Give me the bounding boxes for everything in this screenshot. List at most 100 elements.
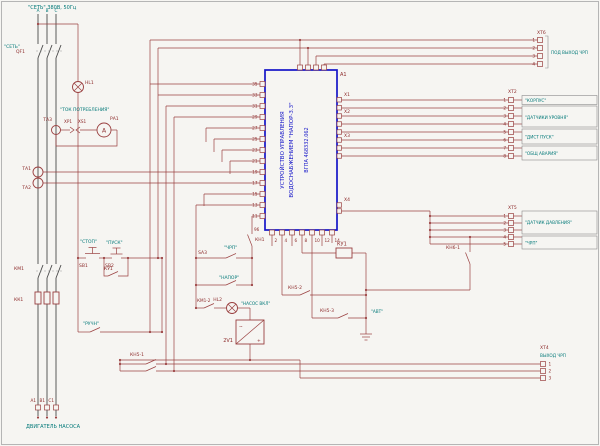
xt4-pin: 1 <box>549 362 552 367</box>
motor-label: ДВИГАТЕЛЬ НАСОСА <box>26 424 81 430</box>
xt2-pin: 1 <box>503 98 506 103</box>
xt4-pin: 2 <box>549 369 552 374</box>
phase-a-label: А <box>37 8 40 13</box>
xt2-pin: 7 <box>503 146 506 151</box>
hl1-ref: HL1 <box>85 80 94 86</box>
port-x1: Х1 <box>344 92 350 98</box>
a1-right-ports: Х1 Х2 Х3 Х4 <box>336 92 350 214</box>
power-section: "СЕТЬ" 380В, 50Гц А В С "СЕТЬ" QF1 КМ1 К… <box>4 5 260 430</box>
xt5-pin: 2 <box>503 221 506 226</box>
port-x3: Х3 <box>344 133 350 139</box>
contactor-ref: КМ1 <box>14 266 24 272</box>
ta2-ref: ТА2 <box>21 185 31 191</box>
xt5-ref: ХТ5 <box>508 205 517 211</box>
xt6-pin: 1 <box>532 38 535 43</box>
a1-pin: 4 <box>285 238 288 243</box>
thermal-ref: КК1 <box>14 297 23 303</box>
xt2-group-level-sensors: "ДАТЧИКИ УРОВНЯ" <box>525 115 568 120</box>
a1-pin: 12 <box>325 238 331 243</box>
kn6-1-ref: КН6-1 <box>446 245 460 251</box>
port-x4: Х4 <box>344 197 350 203</box>
xt5-group-chrp: "ЧРП" <box>525 241 537 246</box>
contactor-km1-symbol <box>36 264 64 279</box>
a1-pin: 6 <box>295 238 298 243</box>
xt6-pin: 3 <box>532 54 535 59</box>
a1-title-line1: УСТРОЙСТВО УПРАВЛЕНИЯ <box>279 111 286 189</box>
hl2-label: "НАСОС ВКЛ" <box>241 301 270 306</box>
xt2-group-korpus: "КОРПУС" <box>525 98 546 103</box>
xs1-ref: ХS1 <box>78 119 87 124</box>
sb1-ref: SB1 <box>79 263 88 269</box>
xt2-pin: 8 <box>503 154 506 159</box>
xt2-pin: 2 <box>503 106 506 111</box>
xt5-pin: 5 <box>503 242 506 247</box>
xt4-label: ВЫХОД ЧРП <box>540 353 566 358</box>
2v1-ref: 2V1 <box>223 338 233 344</box>
plug-xp1 <box>69 126 75 134</box>
kn5-1-ref: КН5-1 <box>130 352 144 358</box>
connector-xt2: 1 2 3 4 5 6 7 8 ХТ2 "КОРПУС" "ДАТЧИКИ УР… <box>341 89 598 161</box>
xt6-ref: ХТ6 <box>537 30 546 36</box>
wire-ladder <box>149 40 260 371</box>
kn1-ref: КН1 <box>255 237 265 243</box>
xt2-pin: 6 <box>503 138 506 143</box>
xt2-group-common-alarm: "ОБЩ АВАРИЯ" <box>525 151 558 156</box>
net-label: "СЕТЬ" 380В, 50Гц <box>28 5 77 11</box>
a1-title-line2: ВОДОСНАБЖЕНИЕМ "НАПОР-3.3" <box>289 102 295 197</box>
sa3-ref: SA3 <box>198 250 207 256</box>
phase-b-label: В <box>46 8 49 13</box>
kn5-2-ref: КН5-2 <box>288 285 302 291</box>
xt2-pin: 4 <box>503 122 506 127</box>
xt5-pin: 1 <box>503 214 506 219</box>
current-label: "ТОК ПОТРЕБЛЕНИЯ" <box>60 107 109 113</box>
port-x2: Х2 <box>344 109 350 115</box>
sb2-ref: SB2 <box>105 263 114 269</box>
napor-label: "НАПОР" <box>219 275 239 281</box>
2v1-ac-mark: ~ <box>239 325 243 330</box>
xt2-group-remote-start: "ДИСТ ПУСК" <box>525 135 554 140</box>
ground-symbol <box>360 333 372 341</box>
xp1-ref: ХР1 <box>64 119 72 124</box>
2v1-plus-mark: + <box>257 338 261 344</box>
socket-xs1 <box>75 126 81 134</box>
ku1-contact-ref: КУ1 <box>104 266 113 272</box>
xt2-pin: 5 <box>503 130 506 135</box>
stop-button-sb1 <box>85 247 100 254</box>
connector-xt5: 1 2 3 4 5 ХТ5 "ДАТЧИК ДАВЛЕНИЯ" "ЧРП" <box>341 205 598 250</box>
chrp-label: "ЧРП" <box>224 245 237 251</box>
manual-label: "РУЧН" <box>83 321 99 327</box>
junction-dots <box>36 22 472 373</box>
control-unit-a1: УСТРОЙСТВО УПРАВЛЕНИЯ ВОДОСНАБЖЕНИЕМ "НА… <box>252 64 350 243</box>
xt6-pin: 2 <box>532 46 535 51</box>
xt2-pin: 3 <box>503 114 506 119</box>
ku1-coil-ref: КУ1 <box>337 242 347 248</box>
a1-pin: 17 <box>252 181 258 186</box>
motor-terminals <box>35 404 59 419</box>
kn5-1-output: КН5-1 <box>120 352 541 379</box>
lamp-hl1-branch: HL1 <box>38 23 94 332</box>
ta3-ref: ТА3 <box>42 117 52 123</box>
phase-c-label: С <box>55 8 58 13</box>
xt5-group-pressure-sensor: "ДАТЧИК ДАВЛЕНИЯ" <box>525 220 572 225</box>
a1-ref: А1 <box>340 72 347 78</box>
pa1-ref: РА1 <box>110 116 119 122</box>
breaker-qf1-symbol <box>36 44 64 59</box>
ammeter-letter: А <box>102 128 107 135</box>
a1-bottom-pins: 2 4 6 8 10 12 14 <box>269 229 340 243</box>
km1-aux-ref: КМ1-2 <box>197 298 211 303</box>
xt4-pin: 3 <box>549 376 552 381</box>
motor-phase-a: А1 <box>30 398 36 403</box>
motor-phase-b: В1 <box>39 398 45 403</box>
a1-pin: 19 <box>252 170 258 175</box>
kn5-3-ref: КН5-3 <box>320 308 334 314</box>
a1-block <box>264 69 338 231</box>
relay-area: КН5-2 КУ1 КН5-3 КН6-1 "АВТ" <box>271 235 471 341</box>
a1-pin: 8 <box>305 238 308 243</box>
avt-label: "АВТ" <box>371 309 383 314</box>
ta1-ref: ТА1 <box>21 166 31 172</box>
stop-label: "СТОП" <box>80 239 97 245</box>
xt5-pin: 4 <box>503 235 506 240</box>
